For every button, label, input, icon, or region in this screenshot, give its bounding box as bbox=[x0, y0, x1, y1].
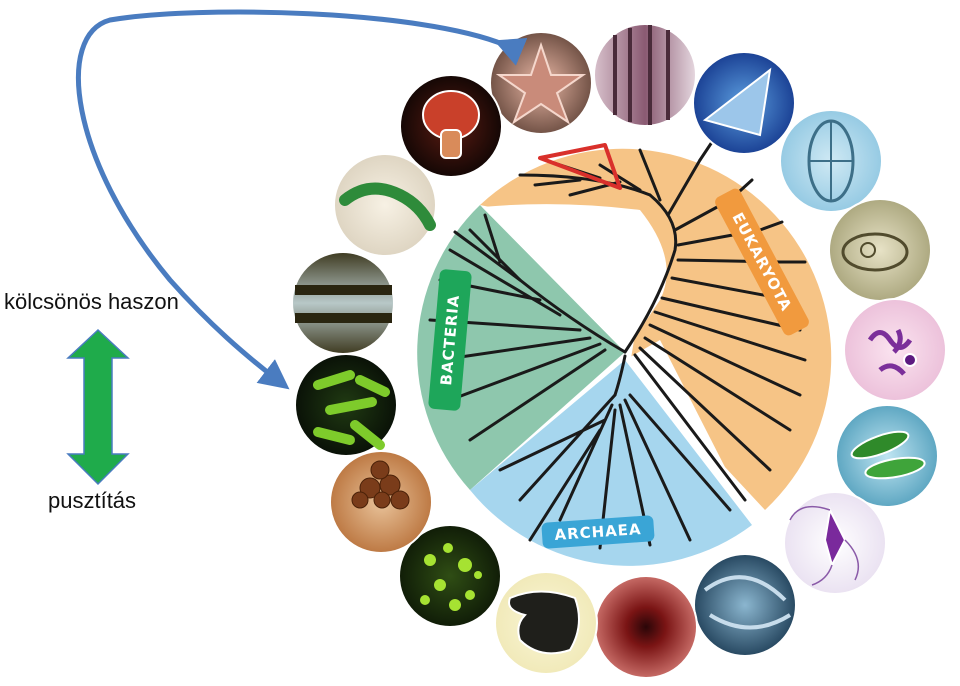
animal-highlight-outline bbox=[538, 143, 622, 190]
green-spiral-alga-image bbox=[333, 153, 437, 257]
green-rod-bacteria-image bbox=[294, 353, 398, 457]
dark-amoeba-shape-image bbox=[494, 571, 598, 675]
red-cell-cluster-image bbox=[594, 575, 698, 679]
ciliate-cell-image bbox=[828, 198, 932, 302]
archaea-label: ARCHAEA bbox=[541, 515, 655, 549]
diatom-oval-image bbox=[779, 109, 883, 213]
eukaryota-branches bbox=[518, 140, 807, 502]
dark-blue-microbe-image bbox=[693, 553, 797, 657]
flagellate-cell-image bbox=[783, 491, 887, 595]
archaea-branches bbox=[498, 354, 732, 550]
orange-spore-cluster-image bbox=[329, 450, 433, 554]
connection-arrow bbox=[75, 9, 528, 390]
diatom-triangular-image bbox=[692, 51, 796, 155]
cyanobacteria-filaments-image bbox=[291, 251, 395, 355]
mutual-benefit-label: kölcsönös haszon bbox=[4, 289, 179, 314]
plant-stem-section-image bbox=[593, 23, 697, 127]
destruction-label: pusztítás bbox=[48, 488, 137, 513]
archaea-sector bbox=[470, 360, 752, 566]
trypanosome-cells-image bbox=[843, 298, 947, 402]
double-arrow-icon bbox=[66, 328, 130, 486]
green-fluorescent-cells-image bbox=[398, 524, 502, 628]
green-alga-cells-image bbox=[835, 404, 939, 508]
tree-gap-upper bbox=[482, 204, 667, 352]
red-mushroom-image bbox=[399, 74, 503, 178]
